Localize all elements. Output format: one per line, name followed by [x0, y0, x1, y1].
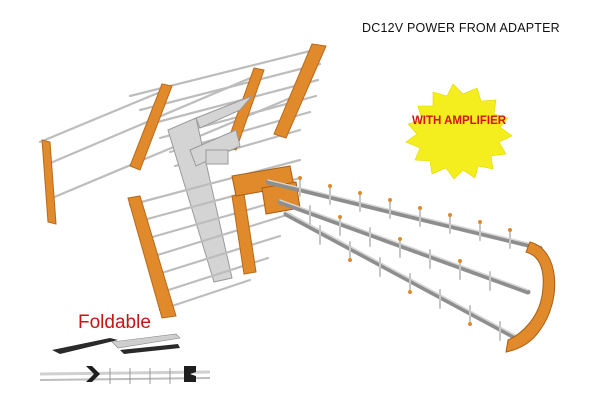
- upper-frame-left: [41, 43, 327, 225]
- foldable-label: Foldable: [78, 312, 151, 333]
- lower-frame: [127, 193, 257, 319]
- folded-antenna-thumbnail: [39, 333, 211, 384]
- mast: [167, 95, 253, 283]
- amplifier-badge: WITH AMPLIFIER: [405, 83, 513, 180]
- badge-label: WITH AMPLIFIER: [412, 115, 507, 127]
- uhf-booms: [265, 179, 543, 343]
- headline-text: DC12V POWER FROM ADAPTER: [362, 21, 560, 35]
- boom-highlights: [267, 179, 541, 339]
- director-tips: [298, 176, 512, 326]
- uhf-directors: [299, 177, 511, 341]
- end-reflector: [505, 241, 556, 353]
